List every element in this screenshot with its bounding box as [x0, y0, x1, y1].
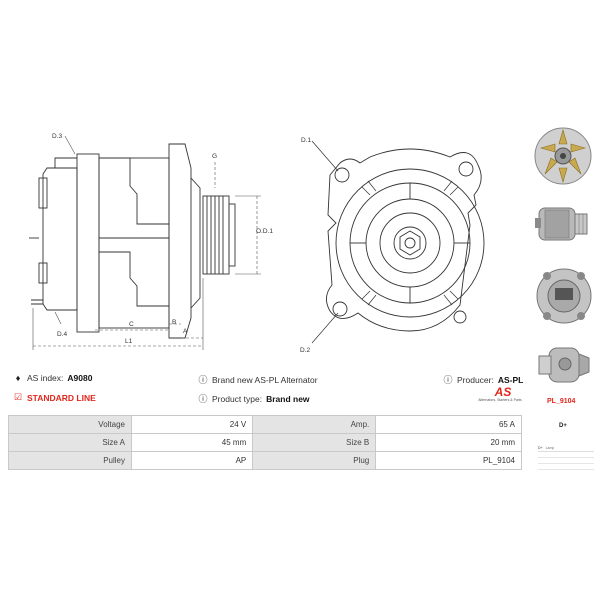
spec-label: Amp.: [252, 415, 377, 434]
spec-value: 24 V: [130, 415, 254, 434]
label-b: B: [172, 319, 177, 326]
producer-row: ⓘ Producer: AS-PL: [443, 373, 523, 386]
label-g: G: [212, 153, 218, 160]
as-index-label: AS index:: [27, 373, 64, 383]
side-view-drawing: [29, 135, 261, 350]
label-a: A: [183, 328, 188, 335]
as-index-row: ♦ AS index: A9080: [13, 373, 93, 383]
check-square-icon: ☑: [13, 392, 23, 402]
info-icon: ⓘ: [198, 394, 208, 404]
standard-line-label: STANDARD LINE: [27, 392, 96, 403]
spec-table: Voltage 24 V Amp. 65 A Size A 45 mm Size…: [8, 415, 522, 470]
info-icon: ⓘ: [198, 375, 208, 385]
spec-value: PL_9104: [375, 451, 522, 470]
front-view-drawing: [311, 140, 485, 344]
brand-logo: AS Alternators, Starters & Parts: [478, 386, 528, 402]
logo-mark: AS: [494, 385, 512, 399]
product-type-value: Brand new: [266, 393, 310, 404]
producer-label: Producer:: [457, 374, 494, 385]
plug-code: PL_9104: [547, 398, 576, 405]
standard-line-row: ☑ STANDARD LINE: [13, 392, 96, 403]
spec-label: Voltage: [8, 415, 132, 434]
spec-label: Plug: [252, 451, 377, 470]
label-d2: D.2: [300, 347, 311, 354]
spec-label: Size A: [8, 433, 132, 452]
table-row: Size A 45 mm Size B 20 mm: [8, 433, 522, 452]
spec-value: 45 mm: [130, 433, 254, 452]
spec-value: AP: [130, 451, 254, 470]
info-icon: ⓘ: [443, 375, 453, 385]
product-photo-front: [533, 120, 593, 192]
spec-value: 20 mm: [375, 433, 522, 452]
producer-value: AS-PL: [497, 374, 524, 385]
label-c: C: [129, 321, 134, 328]
product-photo-rear: [533, 262, 595, 330]
spec-value: 65 A: [375, 415, 522, 434]
description-row: ⓘ Brand new AS-PL Alternator: [198, 373, 318, 386]
product-type-label: Product type:: [212, 393, 263, 404]
tag-icon: ♦: [15, 373, 21, 383]
product-photo-side: [533, 200, 595, 246]
logo-tagline: Alternators, Starters & Parts: [478, 398, 522, 402]
label-od1: O.D.1: [256, 228, 273, 235]
plug-pin-terminal: D+: [538, 446, 543, 450]
spec-label: Pulley: [8, 451, 132, 470]
label-l1: L1: [125, 338, 133, 345]
as-index-value: A9080: [67, 373, 93, 383]
product-type-row: ⓘ Product type: Brand new: [198, 392, 310, 405]
spec-label: Size B: [252, 433, 377, 452]
plug-diagram: D+ Lamp: [538, 446, 594, 470]
table-row: Voltage 24 V Amp. 65 A: [8, 415, 522, 434]
product-photo-angle: [535, 340, 593, 390]
description-text: Brand new AS-PL Alternator: [212, 374, 318, 385]
label-d1: D.1: [301, 137, 312, 144]
label-d4: D.4: [57, 331, 68, 338]
label-d3: D.3: [52, 133, 63, 140]
plug-terminal: D+: [559, 423, 567, 429]
table-row: Pulley AP Plug PL_9104: [8, 451, 522, 470]
plug-pin-label: Lamp: [545, 446, 555, 450]
